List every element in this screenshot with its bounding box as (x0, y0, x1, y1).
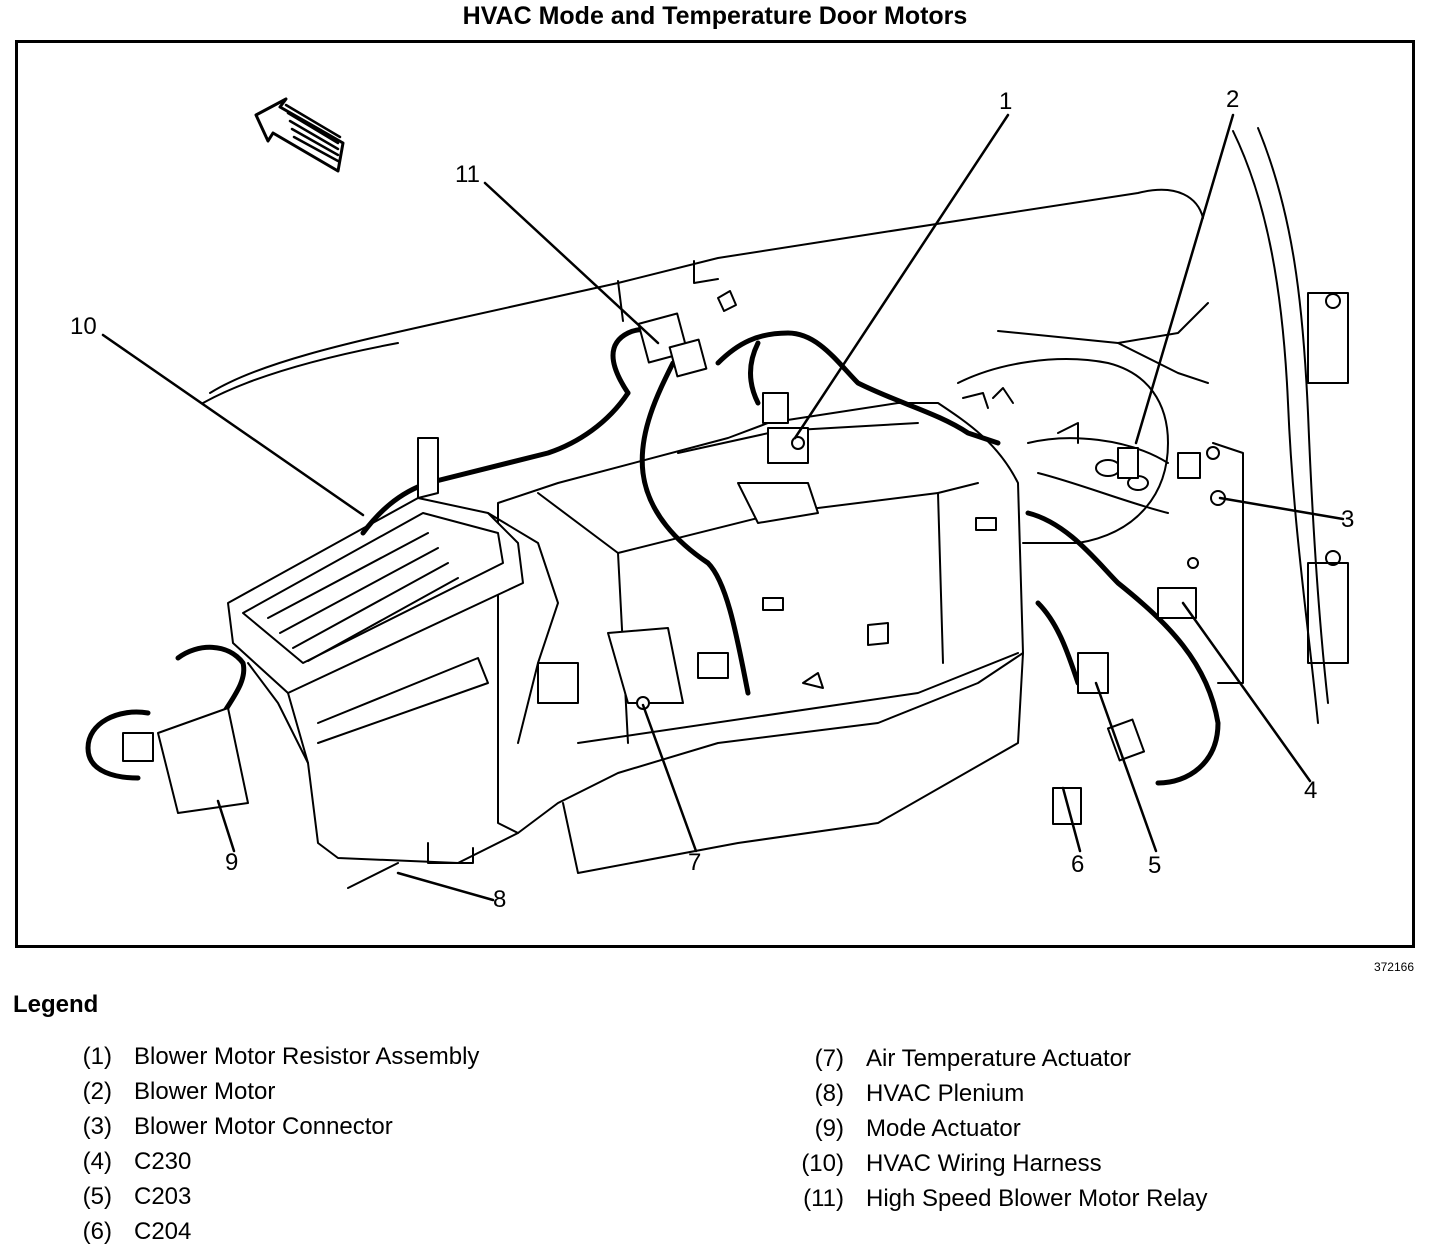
dashboard-outline (202, 188, 1209, 404)
callout-3: 3 (1341, 506, 1355, 533)
callout-1: 1 (999, 88, 1013, 115)
legend-item-number: (10) (801, 1149, 844, 1177)
legend-item-label: C230 (134, 1147, 192, 1175)
legend-item-number: (2) (82, 1077, 112, 1105)
callout-9: 9 (225, 849, 239, 876)
callout-10: 10 (70, 313, 97, 340)
legend-item-label: Blower Motor Resistor Assembly (134, 1042, 480, 1070)
legend-item-label: Air Temperature Actuator (866, 1044, 1132, 1072)
direction-arrow (254, 97, 345, 173)
legend-item-label: Mode Actuator (866, 1114, 1021, 1142)
callout-4: 4 (1304, 777, 1318, 804)
callout-2: 2 (1226, 86, 1240, 113)
legend-item-number: (6) (82, 1217, 112, 1245)
legend-item: (11) High Speed Blower Motor Relay (790, 1181, 1208, 1216)
diagram-title: HVAC Mode and Temperature Door Motors (462, 2, 968, 30)
legend-item: (4) C230 (60, 1144, 479, 1179)
legend-item-label: C204 (134, 1217, 192, 1245)
legend-item: (9) Mode Actuator (790, 1111, 1208, 1146)
legend-list-right: (7) Air Temperature Actuator (8) HVAC Plen… (790, 1041, 1208, 1216)
hvac-module (497, 358, 1169, 874)
legend-item-label: HVAC Plenium (866, 1079, 1025, 1107)
legend-item-label: HVAC Wiring Harness (866, 1149, 1102, 1177)
legend-item-number: (11) (803, 1184, 844, 1212)
legend-item-label: C203 (134, 1182, 192, 1210)
legend-item: (8) HVAC Plenium (790, 1076, 1208, 1111)
legend-list-left: (1) Blower Motor Resistor Assembly (2) Blo… (60, 1039, 480, 1249)
leader-lines (101, 113, 1345, 902)
callout-6: 6 (1071, 851, 1085, 878)
legend-item: (10) HVAC Wiring Harness (790, 1146, 1208, 1181)
legend-item-number: (8) (814, 1079, 844, 1107)
hvac-plenum (227, 497, 579, 889)
legend-item: (2) Blower Motor (60, 1074, 479, 1109)
legend-item-number: (5) (82, 1182, 112, 1210)
legend-item-number: (1) (82, 1042, 112, 1070)
legend-item-number: (3) (82, 1112, 112, 1140)
callout-11: 11 (455, 161, 480, 188)
hvac-illustration (85, 97, 1349, 902)
diagram-frame: 1 2 3 4 5 6 7 8 9 10 11 (15, 40, 1415, 948)
legend-item: (3) Blower Motor Connector (60, 1109, 479, 1144)
fender-outline (1212, 127, 1349, 724)
callout-5: 5 (1148, 852, 1162, 879)
legend-item-number: (4) (82, 1147, 112, 1175)
legend-item: (5) C203 (60, 1179, 479, 1214)
legend-item-number: (9) (814, 1114, 844, 1142)
legend-item-label: Blower Motor (134, 1077, 276, 1105)
legend-item-label: High Speed Blower Motor Relay (866, 1184, 1208, 1212)
legend-item-number: (7) (814, 1044, 844, 1072)
figure-id: 372166 (1373, 960, 1414, 974)
callout-8: 8 (493, 886, 507, 913)
legend-item: (1) Blower Motor Resistor Assembly (60, 1039, 480, 1074)
legend-item: (6) C204 (60, 1214, 479, 1249)
wiring-harness (85, 327, 1221, 786)
legend-heading: Legend (13, 991, 99, 1018)
legend-item: (7) Air Temperature Actuator (790, 1041, 1208, 1076)
callout-7: 7 (688, 849, 702, 876)
components (122, 290, 1226, 825)
legend-item-label: Blower Motor Connector (134, 1112, 393, 1140)
